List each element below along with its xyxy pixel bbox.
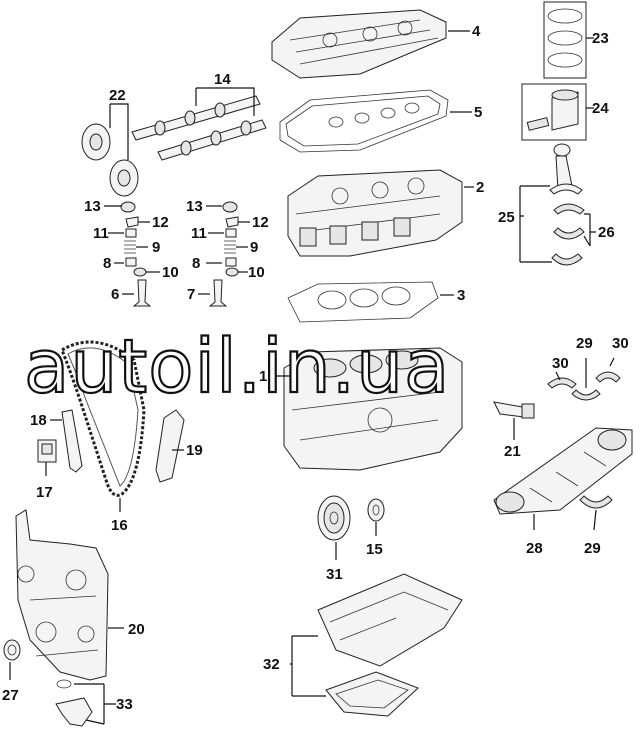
callout-6: 6: [111, 286, 119, 303]
callout-11a: 11: [93, 225, 109, 242]
callout-30a: 30: [552, 355, 569, 372]
callout-30b: 30: [612, 335, 629, 352]
callout-27: 27: [2, 687, 19, 704]
camshafts: [131, 95, 267, 161]
piston-rings: [543, 1, 587, 79]
piston: [521, 83, 587, 141]
callout-20: 20: [128, 621, 145, 638]
callout-26: 26: [598, 224, 615, 241]
callout-32: 32: [263, 656, 280, 673]
callout-25: 25: [498, 209, 515, 226]
callout-7: 7: [187, 286, 195, 303]
timing-cover: [15, 509, 109, 681]
crankshaft: [493, 427, 633, 515]
crankshaft-pulley: [317, 495, 351, 541]
callout-3: 3: [457, 287, 465, 304]
callout-16: 16: [111, 517, 128, 534]
callout-31: 31: [326, 566, 343, 583]
chain-tensioner: [37, 439, 57, 463]
thrust-washers: [547, 371, 621, 401]
callout-10b: 10: [248, 264, 265, 281]
callout-22: 22: [109, 87, 126, 104]
callout-9b: 9: [250, 239, 258, 256]
callout-13b: 13: [186, 198, 203, 215]
callout-23: 23: [592, 30, 609, 47]
cam-sprockets: [81, 123, 139, 197]
oil-pan: [317, 573, 463, 717]
callout-19: 19: [186, 442, 203, 459]
callout-15: 15: [366, 541, 383, 558]
callout-28: 28: [526, 540, 543, 557]
oil-control-valve: [55, 679, 93, 727]
connecting-rod: [549, 143, 585, 266]
callout-1: 1: [259, 368, 267, 385]
tensioner-arm: [155, 409, 185, 483]
callout-13a: 13: [84, 198, 101, 215]
front-crank-seal: [3, 639, 21, 661]
callout-8b: 8: [192, 255, 200, 272]
crankshaft-sprocket: [367, 498, 385, 522]
engine-block: [283, 347, 463, 471]
callout-29a: 29: [576, 335, 593, 352]
cylinder-head: [287, 169, 463, 257]
valve-cover: [271, 9, 447, 79]
callout-11b: 11: [191, 225, 207, 242]
callout-18: 18: [30, 412, 47, 429]
callout-21: 21: [504, 443, 521, 460]
callout-5: 5: [474, 104, 482, 121]
callout-17: 17: [36, 484, 53, 501]
valve-train-right: [208, 201, 239, 307]
callout-2: 2: [476, 179, 484, 196]
callout-4: 4: [472, 23, 481, 40]
crankshaft-position-sensor: [493, 401, 535, 419]
callout-29b: 29: [584, 540, 601, 557]
callout-8a: 8: [103, 255, 111, 272]
callout-9a: 9: [152, 239, 160, 256]
valve-cover-gasket: [279, 89, 449, 153]
valve-train-left: [120, 201, 152, 307]
timing-chain: [60, 340, 146, 497]
main-bearing: [579, 495, 613, 509]
callout-12b: 12: [252, 214, 269, 231]
callout-24: 24: [592, 100, 609, 117]
watermark: autoil.in.ua: [24, 324, 450, 410]
callout-10a: 10: [162, 264, 179, 281]
callout-14: 14: [214, 71, 231, 88]
head-gasket: [287, 281, 439, 323]
callout-33: 33: [116, 696, 133, 713]
callout-12a: 12: [152, 214, 169, 231]
chain-guide: [61, 409, 83, 473]
